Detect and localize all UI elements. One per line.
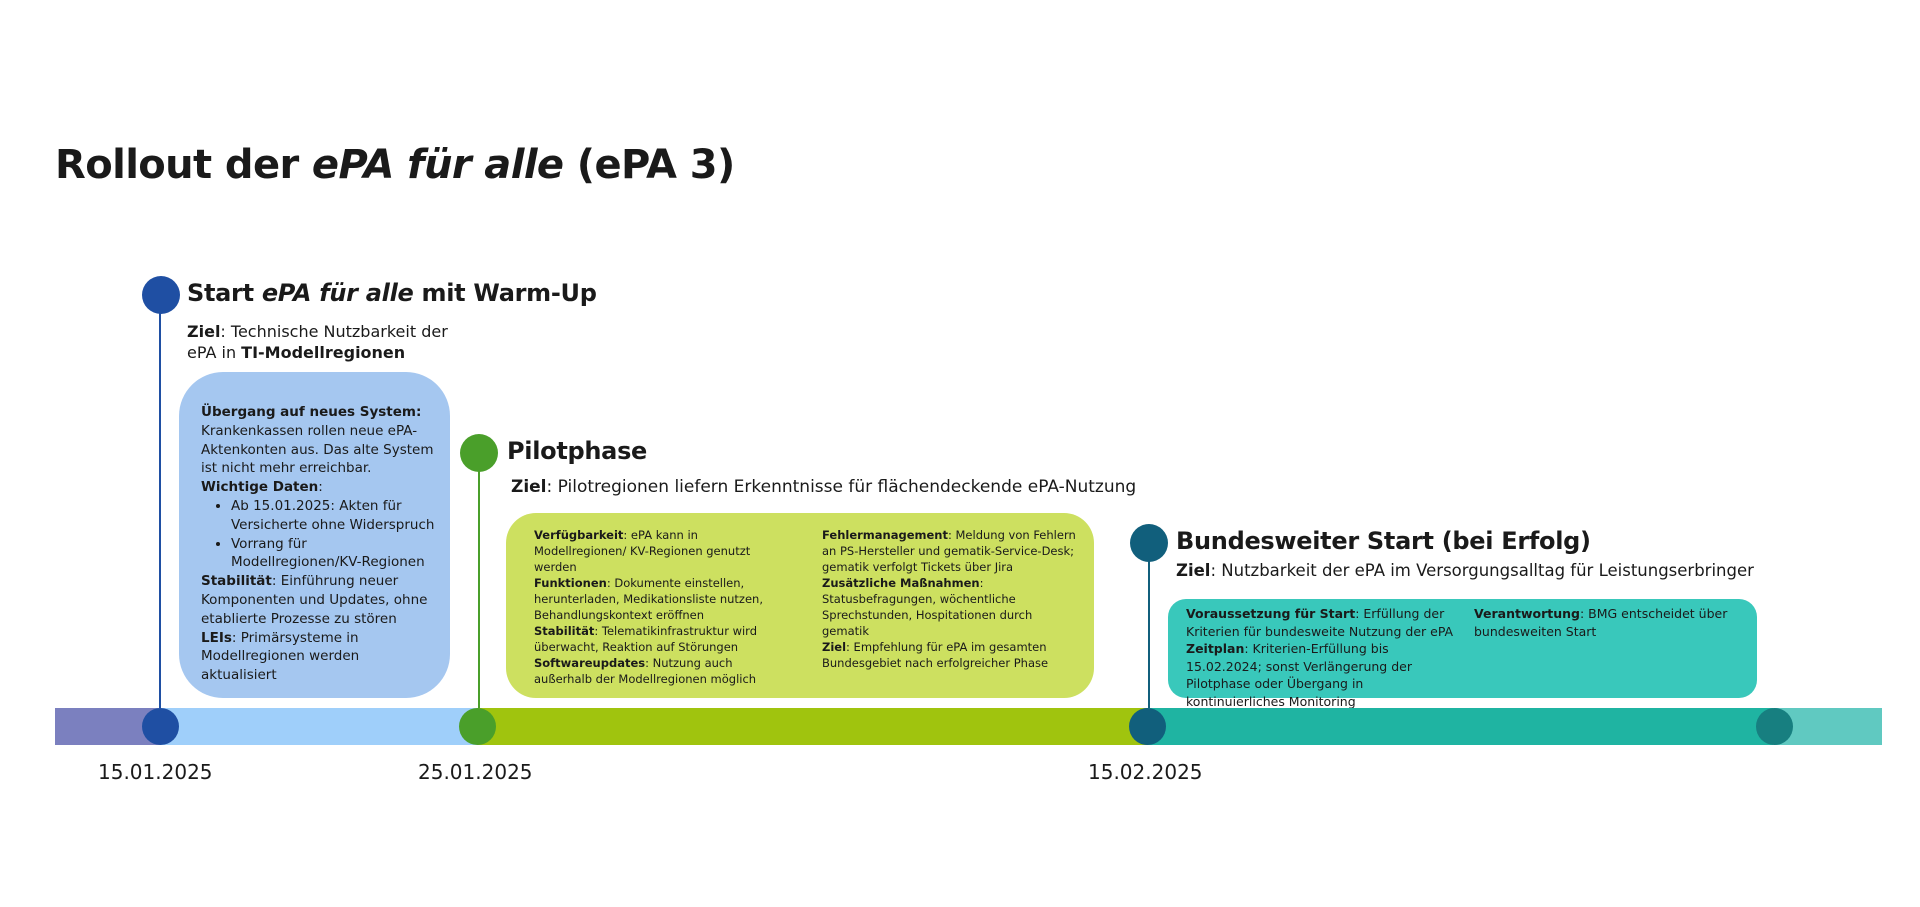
phase1-title: Start ePA für alle mit Warm-Up [187, 279, 597, 307]
dates-item: Wichtige Daten: [201, 479, 323, 496]
date-label: 25.01.2025 [418, 760, 533, 784]
leis-item: LEIs: Primärsysteme in Modellregionen we… [201, 629, 360, 684]
availability-item: Verfügbarkeit: ePA kann in Modellregione… [534, 528, 751, 574]
date-label: 15.02.2025 [1088, 760, 1203, 784]
phase3-connector-line [1148, 543, 1150, 727]
dates-list: Ab 15.01.2025: Akten für Versicherte ohn… [201, 497, 438, 572]
phase1-connector-line [159, 298, 161, 726]
phase3-left-column: Voraussetzung für Start: Erfüllung der K… [1186, 605, 1454, 710]
dates-list-item: Vorrang für Modellregionen/KV-Regionen [231, 535, 438, 573]
phase3-goal: Ziel: Nutzbarkeit der ePA im Versorgungs… [1176, 561, 1754, 580]
additional-measures-item: Zusätzliche Maßnahmen: Statusbefragungen… [822, 576, 1033, 638]
software-updates-item: Softwareupdates: Nutzung auch außerhalb … [534, 656, 757, 686]
phase3-details-box: Voraussetzung für Start: Erfüllung der K… [1168, 599, 1757, 709]
phase1-goal: Ziel: Technische Nutzbarkeit der ePA in … [187, 322, 448, 362]
timeline-dot-end [1756, 708, 1793, 745]
stability-item: Stabilität: Einführung neuer Komponenten… [201, 573, 428, 627]
responsibility-item: Verantwortung: BMG entscheidet über bund… [1474, 606, 1728, 639]
phase2-title: Pilotphase [507, 437, 648, 465]
phase3-marker-dot [1130, 524, 1168, 562]
stability-item: Stabilität: Telematikinfrastruktur wird … [534, 624, 758, 654]
transition-item: Übergang auf neues System:Krankenkassen … [201, 404, 434, 477]
timeline-dot-phase1 [142, 708, 179, 745]
date-label: 15.01.2025 [98, 760, 213, 784]
goal-item: Ziel: Empfehlung für ePA im gesamten Bun… [822, 640, 1049, 670]
phase1-marker-dot [142, 276, 180, 314]
phase2-marker-dot [460, 434, 498, 472]
dates-list-item: Ab 15.01.2025: Akten für Versicherte ohn… [231, 497, 438, 535]
page-title: Rollout der ePA für alle (ePA 3) [55, 142, 735, 188]
timeline-segment-warmup [160, 708, 480, 745]
phase2-left-column: Verfügbarkeit: ePA kann in Modellregione… [534, 527, 784, 687]
functions-item: Funktionen: Dokumente einstellen, herunt… [534, 576, 763, 622]
phase2-details-box: Verfügbarkeit: ePA kann in Modellregione… [506, 513, 1094, 698]
phase3-title: Bundesweiter Start (bei Erfolg) [1176, 527, 1591, 555]
schedule-item: Zeitplan: Kriterien-Erfüllung bis 15.02.… [1186, 641, 1412, 709]
phase2-right-column: Fehlermanagement: Meldung von Fehlern an… [822, 527, 1077, 671]
timeline-dot-phase3 [1129, 708, 1166, 745]
error-management-item: Fehlermanagement: Meldung von Fehlern an… [822, 528, 1076, 574]
timeline-dot-phase2 [459, 708, 496, 745]
timeline-segment-nationwide [1148, 708, 1775, 745]
phase2-goal: Ziel: Pilotregionen liefern Erkenntnisse… [511, 477, 1137, 497]
timeline-segment-pilot [478, 708, 1150, 745]
phase3-right-column: Verantwortung: BMG entscheidet über bund… [1474, 605, 1734, 640]
phase1-details-box: Übergang auf neues System:Krankenkassen … [179, 372, 450, 698]
prerequisite-item: Voraussetzung für Start: Erfüllung der K… [1186, 606, 1454, 639]
phase2-connector-line [478, 453, 480, 727]
